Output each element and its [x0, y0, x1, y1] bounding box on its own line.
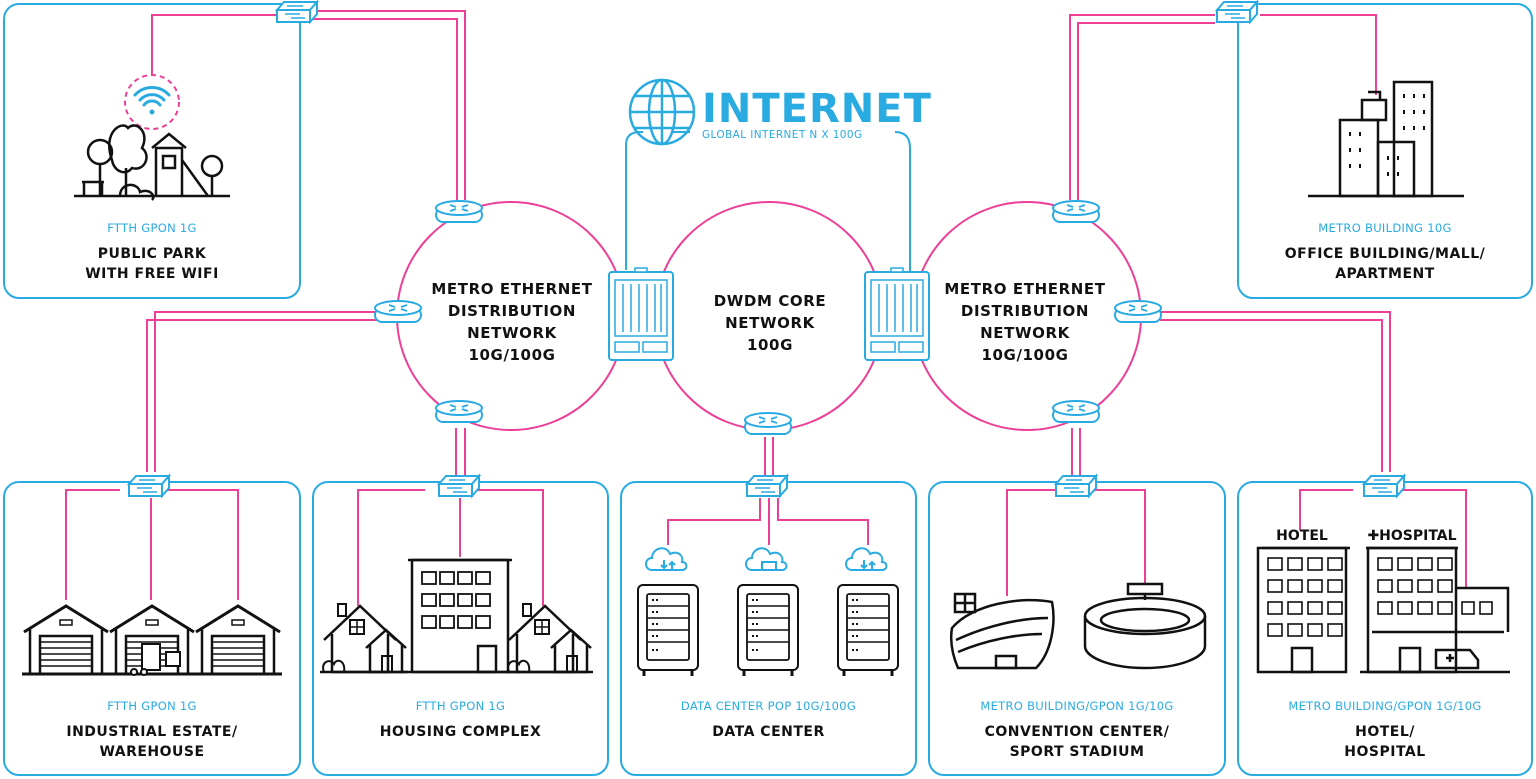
- switch-icon: [438, 475, 480, 497]
- switch-icon: [128, 475, 170, 497]
- wifi-icon: [124, 74, 180, 130]
- housing-caption: HOUSING COMPLEX: [379, 724, 542, 740]
- switch-icon: [1055, 475, 1097, 497]
- hotel-windows: [1267, 557, 1493, 637]
- office-caption: OFFICE BUILDING/MALL/ APARTMENT: [1284, 246, 1486, 282]
- ring-right-label: METRO ETHERNET DISTRIBUTION NETWORK 10G/…: [944, 280, 1106, 364]
- industrial-caption-sub: FTTH GPON 1G: [107, 699, 197, 713]
- datacenter-caption-sub: DATA CENTER POP 10G/100G: [680, 699, 857, 713]
- convention-center-icon: [950, 592, 1055, 670]
- box-office-building: [1237, 3, 1533, 299]
- park-caption: PUBLIC PARK WITH FREE WIFI: [85, 246, 219, 282]
- hotel-sign: HOTEL: [1276, 528, 1328, 544]
- ring-left-label: METRO ETHERNET DISTRIBUTION NETWORK 10G/…: [431, 280, 593, 364]
- hotel-caption: HOTEL/ HOSPITAL: [1344, 724, 1426, 760]
- office-caption-sub: METRO BUILDING 10G: [1318, 221, 1452, 235]
- switch-icon: [276, 1, 318, 23]
- server-icon: [636, 583, 900, 678]
- core-chassis-right-icon: [864, 267, 930, 361]
- internet-subtitle: GLOBAL INTERNET N X 100G: [702, 129, 863, 141]
- industrial-caption: INDUSTRIAL ESTATE/ WAREHOUSE: [66, 724, 238, 760]
- core-chassis-left-icon: [608, 267, 674, 361]
- stadium-icon: [1083, 582, 1207, 670]
- globe-icon: [628, 78, 696, 146]
- router-icon: [435, 200, 483, 223]
- box-hotel-hospital: [1237, 481, 1533, 776]
- convention-caption-sub: METRO BUILDING/GPON 1G/10G: [980, 699, 1174, 713]
- router-icon: [1052, 400, 1100, 423]
- internet-title: INTERNET: [702, 86, 932, 132]
- convention-caption: CONVENTION CENTER/ SPORT STADIUM: [984, 724, 1170, 760]
- router-icon: [435, 400, 483, 423]
- datacenter-caption: DATA CENTER: [712, 724, 825, 740]
- housing-caption-sub: FTTH GPON 1G: [415, 699, 506, 713]
- apartment-windows: [421, 571, 491, 629]
- hospital-icon: [1360, 546, 1510, 674]
- house-icon: [318, 602, 595, 674]
- park-icon: [74, 124, 230, 201]
- switch-icon: [1363, 475, 1405, 497]
- hotel-icon: [1256, 546, 1350, 674]
- router-icon: [1052, 200, 1100, 223]
- hotel-caption-sub: METRO BUILDING/GPON 1G/10G: [1288, 699, 1482, 713]
- apartment-building-icon: [400, 558, 520, 674]
- switch-icon: [746, 475, 788, 497]
- hospital-sign-text: HOSPITAL: [1379, 528, 1457, 544]
- park-caption-sub: FTTH GPON 1G: [107, 221, 197, 235]
- switch-icon: [1216, 1, 1258, 23]
- hospital-sign: ✚HOSPITAL: [1367, 528, 1457, 544]
- warehouse-forklift-icon: [106, 604, 198, 676]
- office-building-icon: [1308, 80, 1464, 198]
- cloud-icon: [645, 547, 888, 571]
- ring-core-label: DWDM CORE NETWORK 100G: [713, 292, 827, 354]
- router-icon: [744, 412, 792, 435]
